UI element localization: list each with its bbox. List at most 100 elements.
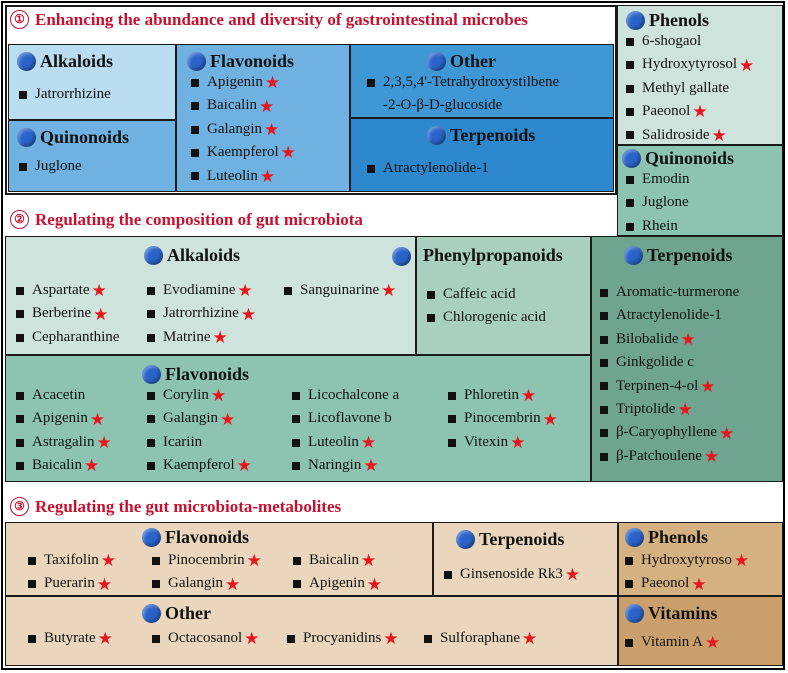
compound-name: Methyl gallate (642, 79, 730, 96)
compound-name: Emodin (642, 171, 690, 187)
s3-phenols-box: Phenols Hydroxytyroso★Paeonol★ (618, 522, 783, 596)
compound-item: Juglone (626, 191, 690, 214)
group-header: Phenylpropanoids (423, 245, 563, 266)
compound-item: Emodin (626, 168, 690, 191)
compound-name: Licoflavone b (308, 410, 392, 427)
square-bullet-icon (16, 461, 24, 470)
star-icon: ★ (703, 447, 720, 467)
group-title: Other (165, 603, 211, 623)
star-icon: ★ (96, 433, 112, 453)
square-bullet-icon (600, 382, 608, 391)
star-icon: ★ (366, 574, 383, 594)
section-2-title-text: Regulating the composition of gut microb… (35, 210, 363, 229)
item-column-2: Evodiamine★Jatrorrhizine★Matrine★ (147, 279, 256, 349)
star-icon: ★ (521, 386, 537, 406)
square-bullet-icon (147, 391, 155, 400)
square-bullet-icon (626, 199, 634, 208)
item-column-3: Sanguinarine★ (284, 279, 396, 302)
square-bullet-icon (292, 461, 300, 470)
compound-item: Astragalin★ (16, 431, 112, 454)
s2-alkaloids-box: Alkaloids Aspartate★Berberine★Cepharanth… (5, 236, 416, 355)
compound-item: Baicalin★ (16, 454, 112, 477)
star-icon: ★ (244, 629, 260, 649)
square-bullet-icon (367, 78, 375, 87)
compound-name: Evodiamine (163, 282, 236, 298)
star-icon: ★ (263, 120, 280, 140)
compound-item: Phloretin★ (448, 384, 558, 407)
square-bullet-icon (292, 438, 300, 447)
compound-name: Taxifolin (44, 552, 99, 568)
square-bullet-icon (191, 78, 199, 87)
compound-name: Triptolide (616, 401, 676, 418)
group-header: Terpenoids (456, 529, 564, 550)
group-title: Terpenoids (450, 125, 536, 145)
item-list: Hydroxytyroso★Paeonol★ (625, 549, 749, 596)
compound-name: Phloretin (464, 387, 519, 403)
group-bullet-icon (625, 528, 644, 547)
s1-quinonoids-box: Quinonoids Juglone (8, 120, 176, 192)
square-bullet-icon (16, 391, 24, 400)
compound-item: Caffeic acid (427, 283, 546, 306)
compound-item: Ginkgolide c (600, 351, 739, 374)
square-bullet-icon (444, 570, 452, 579)
star-icon: ★ (96, 574, 113, 594)
square-bullet-icon (448, 415, 456, 424)
compound-item: Aspartate★ (16, 279, 119, 302)
compound-item: Puerarin★ (28, 572, 116, 595)
square-bullet-icon (293, 556, 301, 565)
compound-name: Matrine (163, 328, 211, 345)
square-bullet-icon (152, 634, 160, 643)
star-icon: ★ (240, 304, 257, 324)
star-icon: ★ (381, 281, 397, 301)
s3-other-box: Other Butyrate★ Octacosanol★ Procyanidin… (5, 596, 618, 666)
item-column-1: Aspartate★Berberine★Cepharanthine (16, 279, 119, 349)
s1-other-box: Other 2,3,5,4'-Tetrahydroxystilbene -2-O… (350, 44, 614, 118)
square-bullet-icon (16, 310, 24, 319)
star-icon: ★ (83, 456, 100, 476)
star-icon: ★ (237, 281, 253, 301)
group-bullet-icon (622, 149, 641, 168)
group-header: Other (142, 603, 211, 624)
square-bullet-icon (147, 438, 155, 447)
square-bullet-icon (600, 335, 608, 344)
square-bullet-icon (626, 175, 634, 184)
group-bullet-icon (144, 246, 163, 265)
group-title: Other (450, 51, 496, 71)
item-continuation: -2-O-β-D-glucoside (383, 97, 503, 113)
square-bullet-icon (28, 556, 36, 565)
compound-item: Apigenin★ (16, 407, 112, 430)
star-icon: ★ (219, 409, 236, 429)
star-icon: ★ (91, 281, 107, 301)
compound-name: Luteolin (308, 433, 359, 450)
item-list: Juglone (19, 155, 82, 178)
item-column-3: Procyanidins★ (287, 627, 399, 650)
item-list: Vitamin A★ (625, 631, 720, 654)
compound-item: Evodiamine★ (147, 279, 256, 302)
compound-name: Galangin (163, 410, 218, 427)
compound-item: Vitamin A★ (625, 631, 720, 654)
compound-name: Berberine (32, 305, 92, 322)
s3-terpenoids-box: Terpenoids Ginsenoside Rk3★ (433, 522, 618, 596)
group-bullet-icon (456, 530, 475, 549)
group-bullet-icon (427, 126, 446, 145)
group-title: Phenols (648, 527, 709, 547)
square-bullet-icon (626, 107, 634, 116)
compound-item: Acacetin (16, 384, 112, 407)
group-header: Terpenoids (427, 125, 535, 146)
compound-name: Kaempferol (163, 457, 235, 474)
square-bullet-icon (191, 148, 199, 157)
item-column-2: Octacosanol★ (152, 627, 259, 650)
star-icon: ★ (692, 102, 708, 122)
compound-item: Octacosanol★ (152, 627, 259, 650)
group-title: Phenylpropanoids (423, 245, 563, 265)
compound-item: Corylin★ (147, 384, 252, 407)
group-header: Alkaloids (17, 51, 113, 72)
star-icon: ★ (700, 376, 716, 396)
item-column-1: Taxifolin ★Puerarin★ (28, 549, 116, 596)
square-bullet-icon (448, 438, 456, 447)
compound-name: Naringin (308, 457, 362, 474)
